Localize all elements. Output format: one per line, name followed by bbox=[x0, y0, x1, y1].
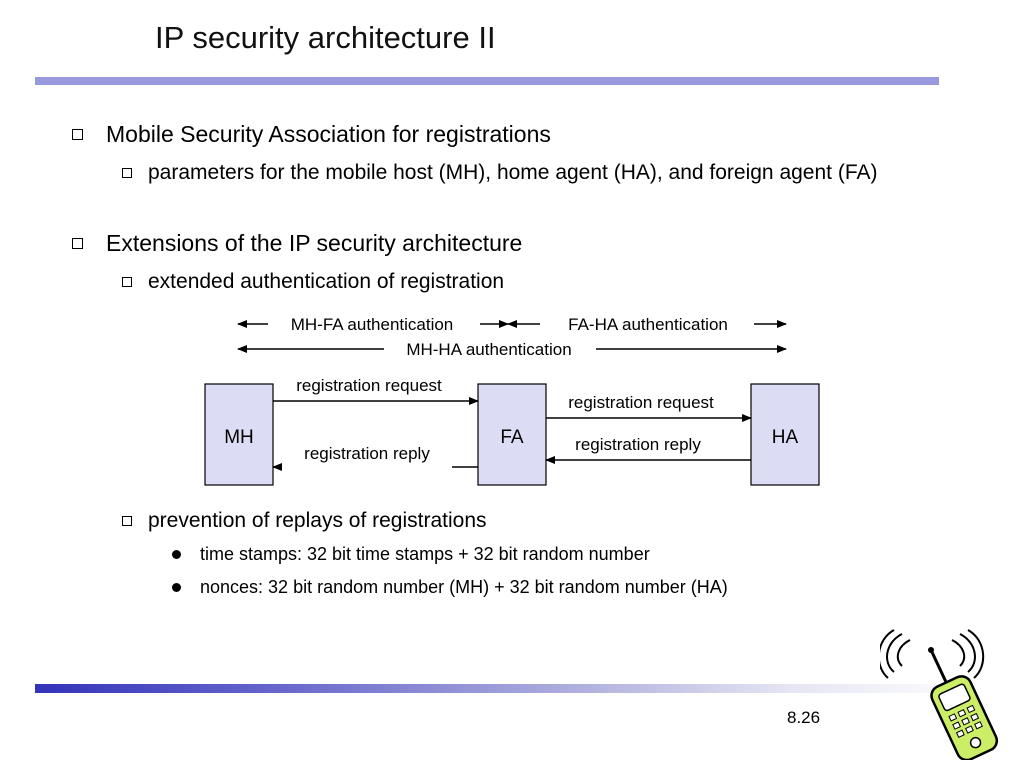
bullet-extensions: Extensions of the IP security architectu… bbox=[72, 229, 522, 257]
page-number: 8.26 bbox=[787, 708, 821, 727]
node-ha bbox=[750, 383, 820, 486]
square-bullet-icon bbox=[72, 129, 83, 140]
node-fa bbox=[477, 383, 547, 486]
page-title: IP security architecture II bbox=[155, 20, 496, 55]
node-fa-label: FA bbox=[500, 427, 524, 448]
bullet-parameters: parameters for the mobile host (MH), hom… bbox=[122, 158, 928, 187]
square-bullet-icon bbox=[72, 238, 83, 249]
bullet-text: parameters for the mobile host (MH), hom… bbox=[148, 161, 878, 184]
dot-bullet-icon bbox=[172, 583, 181, 592]
footer-divider bbox=[35, 684, 985, 693]
dot-bullet-icon bbox=[172, 550, 181, 559]
bullet-text: extended authentication of registration bbox=[148, 270, 505, 293]
node-mh-label: MH bbox=[224, 427, 254, 448]
bullet-text: Extensions of the IP security architectu… bbox=[106, 230, 523, 256]
fa-ha-reply-label: registration reply bbox=[575, 435, 701, 454]
bullet-replay-prevention: prevention of replays of registrations bbox=[122, 506, 487, 535]
node-mh bbox=[204, 383, 274, 486]
title-divider bbox=[35, 77, 939, 85]
mh-fa-auth-label: MH-FA authentication bbox=[291, 315, 454, 334]
mh-fa-reply-label: registration reply bbox=[304, 444, 430, 463]
bullet-nonces: nonces: 32 bit random number (MH) + 32 b… bbox=[172, 575, 728, 599]
square-bullet-icon bbox=[122, 168, 132, 178]
bullet-text: Mobile Security Association for registra… bbox=[106, 121, 551, 147]
bullet-extended-authentication: extended authentication of registration bbox=[122, 267, 504, 296]
bullet-text: nonces: 32 bit random number (MH) + 32 b… bbox=[200, 577, 728, 597]
fa-ha-request-label: registration request bbox=[568, 393, 714, 412]
node-ha-label: HA bbox=[772, 427, 799, 448]
bullet-text: time stamps: 32 bit time stamps + 32 bit… bbox=[200, 544, 650, 564]
bullet-time-stamps: time stamps: 32 bit time stamps + 32 bit… bbox=[172, 542, 650, 566]
bullet-text: prevention of replays of registrations bbox=[148, 509, 487, 532]
square-bullet-icon bbox=[122, 277, 132, 287]
bullet-mobile-security-association: Mobile Security Association for registra… bbox=[72, 120, 551, 148]
square-bullet-icon bbox=[122, 516, 132, 526]
mh-ha-auth-label: MH-HA authentication bbox=[406, 340, 571, 359]
mobile-phone-icon bbox=[880, 629, 999, 760]
fa-ha-auth-label: FA-HA authentication bbox=[568, 315, 728, 334]
mh-fa-request-label: registration request bbox=[296, 376, 442, 395]
